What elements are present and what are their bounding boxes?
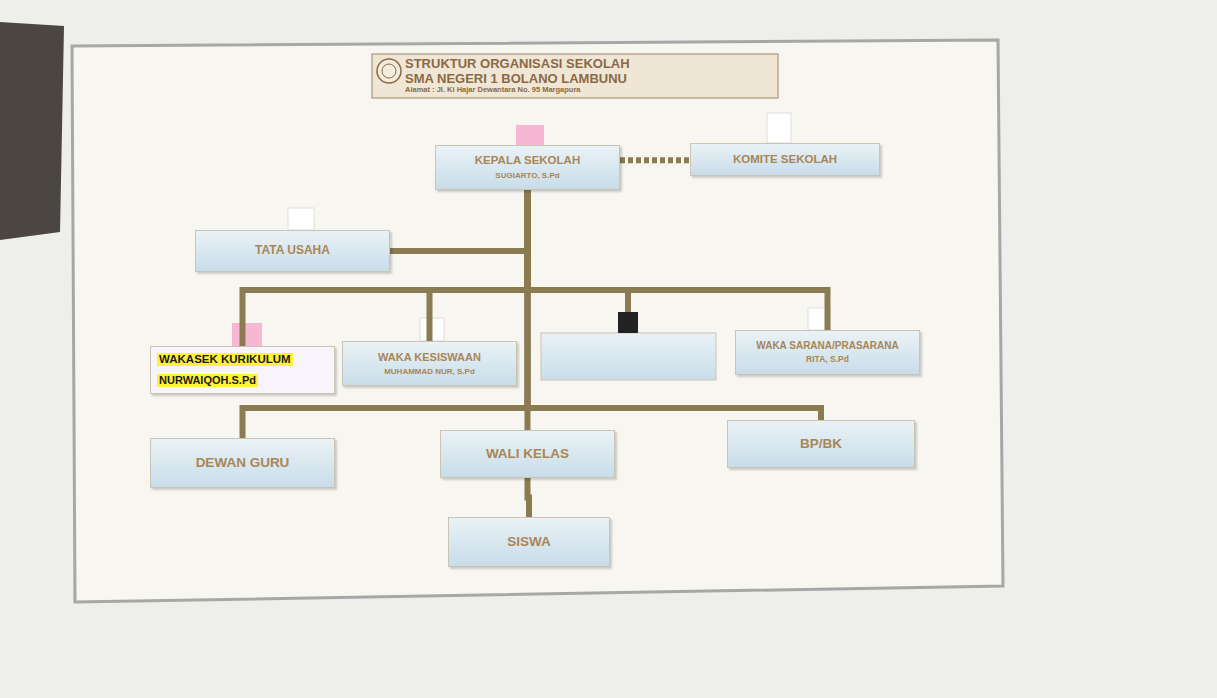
- position-title: DEWAN GURU: [196, 455, 290, 471]
- org-box: WAKASEK KURIKULUM NURWAIQOH.S.Pd: [150, 346, 335, 394]
- school-address: Alamat : Jl. Ki Hajar Dewantara No. 95 M…: [405, 86, 773, 94]
- chart-title: STRUKTUR ORGANISASI SEKOLAH: [405, 57, 773, 72]
- position-title: WAKA KESISWAAN: [378, 351, 481, 364]
- position-title: KOMITE SEKOLAH: [733, 153, 837, 166]
- binder-clip: [618, 312, 638, 333]
- org-box: DEWAN GURU: [150, 438, 335, 488]
- paper-tab: [767, 113, 791, 143]
- org-connector: [620, 157, 690, 163]
- org-box: KEPALA SEKOLAH SUGIARTO, S.Pd: [435, 145, 620, 190]
- person-name: SUGIARTO, S.Pd: [495, 171, 559, 180]
- org-box: WALI KELAS: [440, 430, 615, 478]
- org-box: BP/BK: [727, 420, 915, 468]
- empty-box: [541, 333, 716, 380]
- person-name: RITA, S.Pd: [806, 355, 849, 365]
- org-connector: [528, 478, 530, 517]
- org-connector: [430, 190, 528, 342]
- school-logo: [382, 64, 396, 78]
- paper-tab: [232, 323, 262, 347]
- position-title: WALI KELAS: [486, 446, 569, 462]
- board-panel: [72, 40, 1003, 602]
- window-frame: [0, 22, 64, 240]
- school-name: SMA NEGERI 1 BOLANO LAMBUNU: [405, 72, 773, 87]
- title-plaque: [372, 54, 778, 98]
- org-box: SISWA: [448, 517, 610, 567]
- position-title: BP/BK: [800, 436, 842, 452]
- title-plaque: STRUKTUR ORGANISASI SEKOLAHSMA NEGERI 1 …: [405, 57, 773, 94]
- position-title: WAKA SARANA/PRASARANA: [756, 340, 898, 352]
- position-title: WAKASEK KURIKULUM: [157, 353, 293, 366]
- org-connector: [390, 190, 528, 252]
- paper-tab: [288, 208, 314, 230]
- org-connector: [528, 190, 822, 421]
- org-connector: [528, 190, 828, 331]
- position-title: KEPALA SEKOLAH: [475, 154, 580, 167]
- position-title: TATA USAHA: [255, 244, 330, 258]
- org-box: TATA USAHA: [195, 230, 390, 272]
- person-name: MUHAMMAD NUR, S.Pd: [384, 367, 475, 376]
- person-name: NURWAIQOH.S.Pd: [157, 374, 258, 387]
- org-box: WAKA KESISWAAN MUHAMMAD NUR, S.Pd: [342, 341, 517, 386]
- position-title: SISWA: [507, 534, 551, 550]
- org-box: KOMITE SEKOLAH: [690, 143, 880, 176]
- school-logo: [377, 59, 401, 83]
- org-connector: [243, 190, 528, 439]
- org-box: WAKA SARANA/PRASARANA RITA, S.Pd: [735, 330, 920, 375]
